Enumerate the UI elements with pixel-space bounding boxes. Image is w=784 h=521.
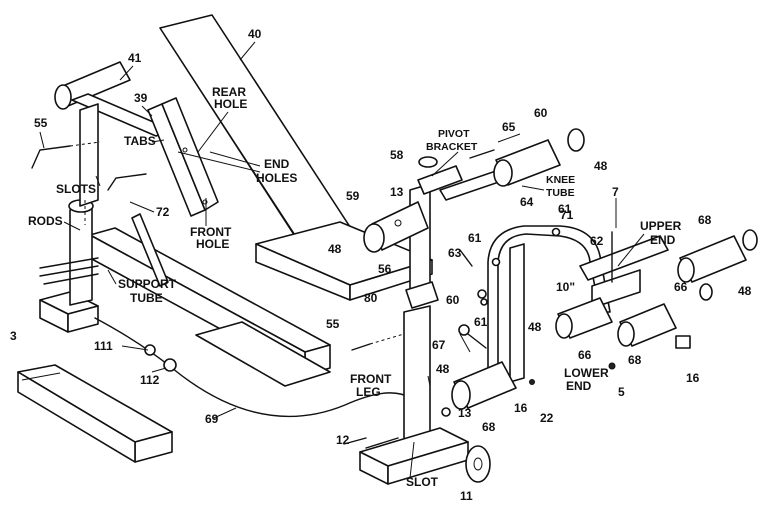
leader-lines xyxy=(39,41,645,479)
label-knee-tube-1: KNEE xyxy=(546,174,575,186)
label-upper-end-1: UPPER xyxy=(640,219,682,233)
label-66-center: 66 xyxy=(578,348,592,362)
pins-left xyxy=(31,141,147,191)
label-front-leg-2: LEG xyxy=(356,385,381,399)
label-60-top: 60 xyxy=(534,106,548,120)
label-59: 59 xyxy=(346,189,360,203)
label-13-top: 13 xyxy=(390,185,404,199)
label-5: 5 xyxy=(618,385,625,399)
label-rods: RODS xyxy=(28,214,63,228)
label-7: 7 xyxy=(612,185,619,199)
label-112: 112 xyxy=(140,373,160,387)
label-lower-end-1: LOWER xyxy=(564,366,609,380)
label-63: 63 xyxy=(448,246,462,260)
label-16-center: 16 xyxy=(514,401,528,415)
label-tabs: TABS xyxy=(124,134,156,148)
rear-base-frame xyxy=(39,199,331,387)
label-61-a: 61 xyxy=(558,202,572,216)
label-front-hole-2: HOLE xyxy=(196,237,229,251)
label-65: 65 xyxy=(502,120,516,134)
label-72: 72 xyxy=(156,205,170,219)
label-end-holes-2: HOLES xyxy=(256,171,297,185)
label-69: 69 xyxy=(205,412,219,426)
label-support-tube-1: SUPPORT xyxy=(118,277,177,291)
label-front-leg-1: FRONT xyxy=(350,372,392,386)
label-68-top: 68 xyxy=(698,213,712,227)
label-rear-hole-2: HOLE xyxy=(214,97,247,111)
seat-pad xyxy=(255,221,433,301)
label-front-hole-1: FRONT xyxy=(190,225,232,239)
floor-pad xyxy=(17,364,173,463)
label-16-right: 16 xyxy=(686,371,700,385)
label-55-mid: 55 xyxy=(326,317,340,331)
label-55-left: 55 xyxy=(34,116,48,130)
label-11: 11 xyxy=(460,489,473,503)
front-leg xyxy=(351,305,491,485)
label-upper-end-2: END xyxy=(650,233,676,247)
label-12: 12 xyxy=(336,433,350,447)
label-13-bottom: 13 xyxy=(458,406,472,420)
label-48-top: 48 xyxy=(328,242,342,256)
label-48-top-right: 48 xyxy=(594,159,608,173)
label-71: 71 xyxy=(560,208,574,222)
knee-tube-assembly xyxy=(439,128,585,201)
label-48-center: 48 xyxy=(528,320,542,334)
center-post xyxy=(363,156,463,309)
label-80: 80 xyxy=(364,291,378,305)
label-68-bottom: 68 xyxy=(482,420,496,434)
lower-rollers xyxy=(451,229,758,410)
rear-roller-assembly xyxy=(54,61,173,225)
label-lower-end-2: END xyxy=(566,379,592,393)
labels: 40 41 39 REAR HOLE 55 TABS END HOLES SLO… xyxy=(10,27,752,503)
label-22: 22 xyxy=(540,411,554,425)
label-end-holes-1: END xyxy=(264,157,290,171)
label-62: 62 xyxy=(590,234,604,248)
label-61-c: 61 xyxy=(474,315,488,329)
label-56-top: 56 xyxy=(378,262,392,276)
label-111: 111 xyxy=(94,339,113,353)
label-3: 3 xyxy=(10,329,17,343)
label-pivot-2: BRACKET xyxy=(426,141,478,153)
label-64: 64 xyxy=(520,195,534,209)
backrest-brackets xyxy=(147,97,219,217)
label-48-mid: 48 xyxy=(436,362,450,376)
label-41: 41 xyxy=(128,51,142,65)
label-10: 10" xyxy=(556,280,575,294)
label-knee-tube-2: TUBE xyxy=(546,187,575,199)
label-39: 39 xyxy=(134,91,148,105)
label-rear-hole-1: REAR xyxy=(212,85,246,99)
label-67: 67 xyxy=(432,338,446,352)
label-slots: SLOTS xyxy=(56,182,96,196)
label-68-center: 68 xyxy=(628,353,642,367)
label-slot: SLOT xyxy=(406,475,439,489)
label-40: 40 xyxy=(248,27,262,41)
label-48-right: 48 xyxy=(738,284,752,298)
label-66-right: 66 xyxy=(674,280,688,294)
label-support-tube-2: TUBE xyxy=(130,291,163,305)
label-58: 58 xyxy=(390,148,404,162)
small-hardware xyxy=(343,227,691,445)
label-61-b: 61 xyxy=(468,231,482,245)
label-60-mid: 60 xyxy=(446,293,460,307)
label-pivot-1: PIVOT xyxy=(438,128,470,140)
